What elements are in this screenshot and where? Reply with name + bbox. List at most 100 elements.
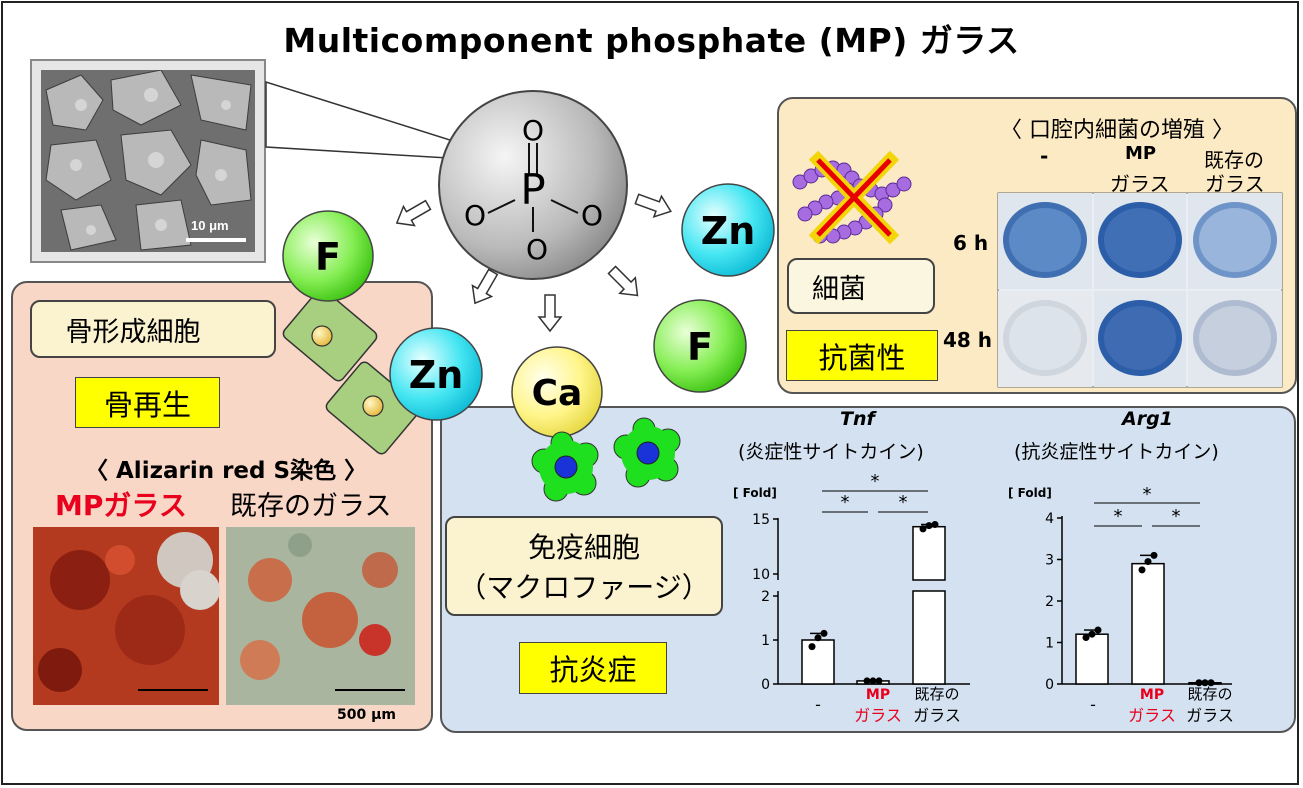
dish-48h-mp (1094, 291, 1186, 387)
tnf-sig-star: * (871, 471, 880, 492)
sem-image-frame: 10 μm (30, 59, 266, 263)
alizarin-existing-image (226, 527, 415, 705)
phosphate-molecule: O P O O O (438, 90, 628, 280)
arg1-data-point (1082, 634, 1090, 642)
anti-inflammatory-box: 抗炎症 (519, 642, 667, 694)
bacteria-label-box: 細菌 (787, 258, 935, 314)
tnf-data-point (919, 525, 927, 533)
arg1-title: Arg1 (1120, 408, 1173, 430)
oxygen-top-label: O (522, 114, 544, 147)
tnf-data-point (869, 677, 877, 685)
tnf-data-point (863, 677, 871, 685)
sem-image: 10 μm (41, 70, 255, 252)
col-mp-label-2: ガラス (1110, 172, 1170, 196)
arg1-sig-star: * (1143, 484, 1152, 505)
tnf-bar-upper (912, 525, 946, 581)
arg1-data-point (1088, 630, 1096, 638)
arg1-ytick-label: 4 (1045, 511, 1054, 527)
petri-dish-grid (997, 192, 1283, 388)
dish-48h-control (998, 291, 1092, 387)
tnf-xtick-mp-1: MP (866, 687, 890, 703)
ion-f-left: F (282, 210, 374, 302)
oxygen-bottom-label: O (526, 233, 548, 266)
row-48h-label: 48 h (943, 328, 993, 352)
arg1-xtick-existing-1: 既存の (1187, 685, 1232, 703)
arg1-xtick-existing-2: ガラス (1186, 706, 1234, 725)
osteoblast-cells (282, 288, 421, 455)
arg1-subtitle: (抗炎症性サイトカイン) (1014, 441, 1219, 463)
alizarin-mp-image (33, 527, 220, 705)
col-existing-label-2: ガラス (1205, 172, 1265, 196)
svg-text:F: F (687, 325, 713, 369)
tnf-ytick-label: 15 (752, 512, 770, 528)
oxygen-left-label: O (464, 199, 486, 232)
tnf-ylabel: [ Fold] (733, 486, 777, 500)
bacteria-label: 細菌 (812, 273, 866, 305)
phosphorus-label: P (520, 165, 545, 214)
sem-scale-label: 10 μm (191, 218, 229, 233)
tnf-xtick-existing-1: 既存の (914, 685, 959, 703)
tnf-data-point (814, 634, 822, 642)
cross-icon (808, 150, 900, 245)
arg1-data-point (1201, 679, 1209, 687)
arrow-to-zn-right (634, 193, 672, 219)
tnf-xtick-control: - (815, 695, 821, 714)
antibacterial-label: 抗菌性 (818, 340, 906, 375)
macrophage-label-line2: （マクロファージ） (458, 571, 710, 604)
tnf-sig-star: * (899, 492, 908, 513)
arg1-xtick-mp-1: MP (1140, 687, 1164, 703)
anti-inflammatory-label: 抗炎症 (549, 653, 637, 687)
svg-text:Zn: Zn (701, 209, 756, 253)
ion-zn-right: Zn (681, 183, 775, 277)
col-existing-label-1: 既存の (1204, 148, 1264, 172)
antibacterial-box: 抗菌性 (786, 330, 938, 381)
arg1-data-point (1138, 566, 1146, 574)
svg-text:Zn: Zn (409, 353, 464, 397)
existing-glass-label: 既存のガラス (230, 491, 392, 522)
tnf-title: Tnf (840, 408, 877, 430)
col-mp-label-1: MP (1125, 143, 1157, 164)
ion-f-right: F (653, 299, 747, 393)
arg1-data-point (1207, 679, 1215, 687)
osteoblast-label-box: 骨形成細胞 (30, 300, 276, 358)
arg1-data-point (1195, 679, 1203, 687)
ion-zn-bottom: Zn (389, 327, 483, 421)
macrophage-cells (531, 417, 681, 502)
tnf-data-point (931, 521, 939, 528)
tnf-ytick-label: 2 (761, 589, 770, 605)
tnf-subtitle: (炎症性サイトカイン) (738, 441, 924, 463)
tnf-data-point (808, 643, 816, 651)
page-title: Multicomponent phosphate (MP) ガラス (283, 21, 1020, 60)
dish-6h-existing (1188, 193, 1282, 289)
tnf-bar-lower (912, 590, 946, 685)
osteoblast-label: 骨形成細胞 (65, 316, 201, 348)
bacteria-title: 〈 口腔内細菌の増殖 〉 (1000, 118, 1234, 143)
tnf-data-point (925, 522, 933, 530)
arg1-data-point (1094, 626, 1102, 634)
arrow-to-zn-bottom (471, 268, 499, 305)
tnf-data-point (820, 629, 828, 637)
row-6h-label: 6 h (953, 231, 989, 255)
tnf-sig-star: * (841, 492, 850, 513)
tnf-xtick-existing-2: ガラス (913, 706, 961, 725)
arg1-ytick-label: 2 (1045, 594, 1054, 610)
arg1-xtick-control: - (1090, 695, 1096, 714)
tnf-xtick-mp-2: ガラス (854, 706, 902, 725)
arg1-ytick-label: 3 (1045, 553, 1054, 569)
macrophage-label-box: 免疫細胞 （マクロファージ） (445, 516, 723, 616)
col-control-label: - (1040, 144, 1049, 168)
dish-6h-mp (1094, 193, 1186, 289)
alizarin-scale-label: 500 μm (337, 707, 396, 723)
arg1-ylabel: [ Fold] (1008, 486, 1052, 500)
tnf-bar (801, 639, 835, 685)
tnf-data-point (875, 677, 883, 685)
dish-48h-existing (1188, 291, 1282, 387)
arg1-sig-star: * (1114, 506, 1123, 527)
tnf-ytick-label: 0 (761, 677, 770, 693)
bone-regeneration-label: 骨再生 (103, 387, 191, 422)
arrow-to-f-right (607, 265, 639, 297)
oxygen-right-label: O (581, 199, 603, 232)
arg1-data-point (1150, 551, 1158, 559)
